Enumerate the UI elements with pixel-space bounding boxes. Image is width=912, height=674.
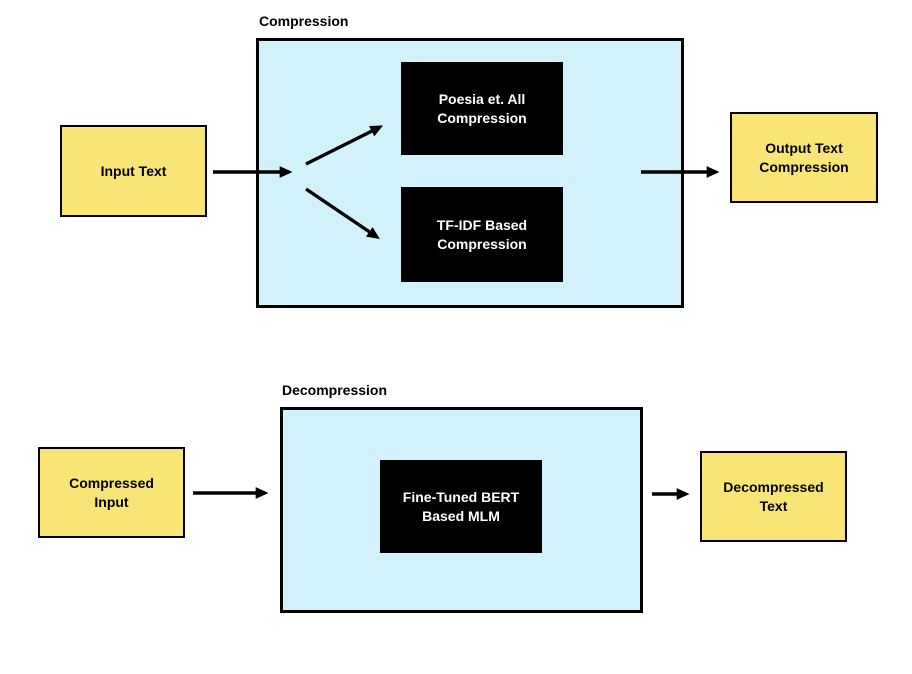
input-text-node: Input Text [60,125,207,217]
decompressed-text-node: Decompressed Text [700,451,847,542]
bert-mlm-node: Fine-Tuned BERT Based MLM [380,460,542,553]
tfidf-compression-node: TF-IDF Based Compression [401,187,563,282]
compression-section-title: Compression [259,13,349,29]
poesia-compression-node: Poesia et. All Compression [401,62,563,155]
output-text-compression-node: Output Text Compression [730,112,878,203]
decompression-section-title: Decompression [282,382,388,398]
compressed-input-node: Compressed Input [38,447,185,538]
